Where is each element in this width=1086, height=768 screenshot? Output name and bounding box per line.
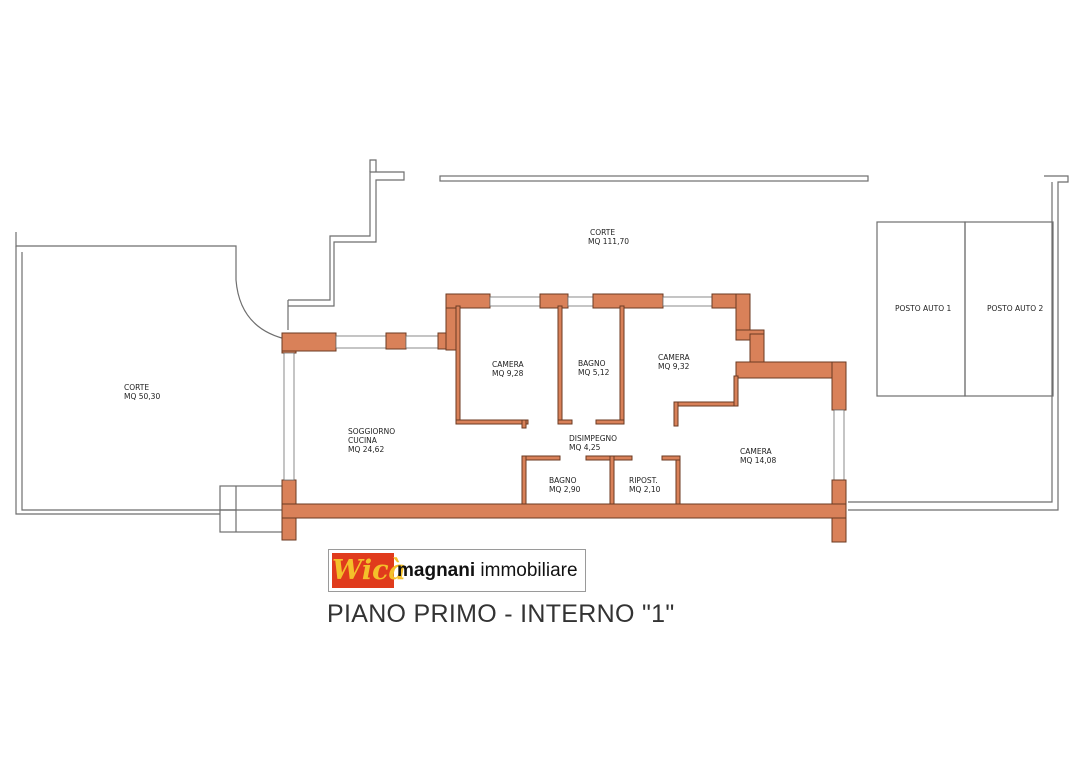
label-corte-left-name: CORTE	[124, 383, 149, 392]
label-disimpegno-name: DISIMPEGNO	[569, 434, 617, 443]
label-bagno-2-area: MQ 2,90	[549, 485, 581, 494]
label-cucina-name: CUCINA	[348, 436, 378, 445]
window-camera-1	[489, 296, 541, 307]
label-camera-2-area: MQ 9,32	[658, 362, 690, 371]
logo-brand-regular: immobiliare	[475, 560, 578, 581]
logo-brand-text: magnani immobiliare	[397, 560, 578, 582]
room-labels: CORTE MQ 111,70 CORTE MQ 50,30 POSTO AUT…	[124, 228, 1044, 494]
window-soggiorno-2	[405, 335, 439, 349]
label-bagno-2-name: BAGNO	[549, 476, 577, 485]
label-ripost-name: RIPOST.	[629, 476, 658, 485]
label-soggiorno-area: MQ 24,62	[348, 445, 384, 454]
label-corte-top-name: CORTE	[590, 228, 615, 237]
logo-mark: Wicà	[332, 553, 407, 588]
label-bagno-1-name: BAGNO	[578, 359, 606, 368]
courtyard-outlines	[15, 159, 1069, 533]
label-bagno-1-area: MQ 5,12	[578, 368, 610, 377]
window-left	[283, 352, 295, 481]
label-camera-2-name: CAMERA	[658, 353, 690, 362]
window-camera-3	[833, 409, 845, 481]
window-bagno-1	[567, 296, 594, 307]
label-corte-left-area: MQ 50,30	[124, 392, 160, 401]
plan-title: PIANO PRIMO - INTERNO "1"	[327, 600, 675, 628]
label-camera-1-area: MQ 9,28	[492, 369, 524, 378]
label-posto-auto-2: POSTO AUTO 2	[987, 304, 1044, 313]
label-soggiorno-name: SOGGIORNO	[348, 427, 395, 436]
logo-brand-bold: magnani	[397, 560, 476, 581]
label-corte-top-area: MQ 111,70	[588, 237, 629, 246]
label-disimpegno-area: MQ 4,25	[569, 443, 601, 452]
label-posto-auto-1: POSTO AUTO 1	[895, 304, 952, 313]
parking-space-2	[964, 221, 1054, 397]
label-camera-3-name: CAMERA	[740, 447, 772, 456]
label-ripost-area: MQ 2,10	[629, 485, 661, 494]
apartment-walls	[281, 293, 847, 543]
label-camera-1-name: CAMERA	[492, 360, 524, 369]
label-camera-3-area: MQ 14,08	[740, 456, 776, 465]
agency-logo: Wicà magnani immobiliare	[328, 549, 586, 592]
window-camera-2	[662, 296, 713, 307]
window-soggiorno-1	[335, 335, 387, 349]
